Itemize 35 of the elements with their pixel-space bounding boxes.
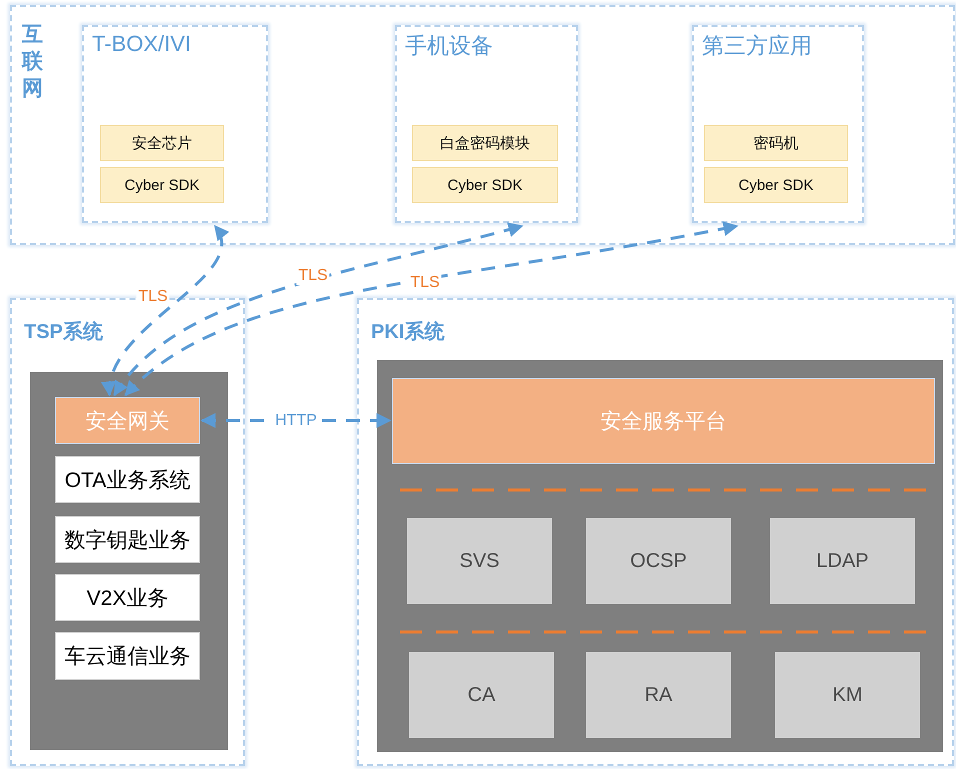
service-box: OTA业务系统	[55, 456, 200, 503]
component-box: CA	[409, 652, 554, 738]
module-box: Cyber SDK	[704, 167, 848, 203]
system-title: PKI系统	[371, 320, 444, 345]
module-box: 白盒密码模块	[412, 125, 558, 161]
edge-label: TLS	[296, 267, 330, 285]
system-title: T-BOX/IVI	[92, 31, 192, 57]
component-box: OCSP	[586, 518, 731, 604]
service-box: V2X业务	[55, 574, 200, 621]
module-box: Cyber SDK	[100, 167, 224, 203]
component-box: SVS	[407, 518, 552, 604]
module-box: Cyber SDK	[412, 167, 558, 203]
component-box: RA	[586, 652, 731, 738]
system-panel	[357, 298, 954, 766]
device-box	[692, 25, 864, 223]
component-box: KM	[775, 652, 920, 738]
service-box: 数字钥匙业务	[55, 516, 200, 563]
device-box	[395, 25, 578, 223]
gateway-box: 安全网关	[55, 397, 200, 444]
device-box	[82, 25, 268, 223]
system-title: 第三方应用	[702, 32, 812, 60]
module-box: 密码机	[704, 125, 848, 161]
dashed-arrow	[124, 221, 738, 396]
system-title: 互联网	[22, 22, 44, 102]
dashed-arrow	[103, 224, 228, 396]
module-box: 安全芯片	[100, 125, 224, 161]
system-title: TSP系统	[24, 320, 103, 345]
system-panel	[10, 5, 955, 245]
service-box: 车云通信业务	[55, 632, 200, 680]
panel-background	[30, 372, 228, 750]
panel-background	[377, 360, 943, 752]
component-box: LDAP	[770, 518, 915, 604]
dashed-arrow	[113, 222, 524, 396]
gateway-box: 安全服务平台	[392, 378, 935, 464]
system-title: 手机设备	[405, 32, 493, 60]
